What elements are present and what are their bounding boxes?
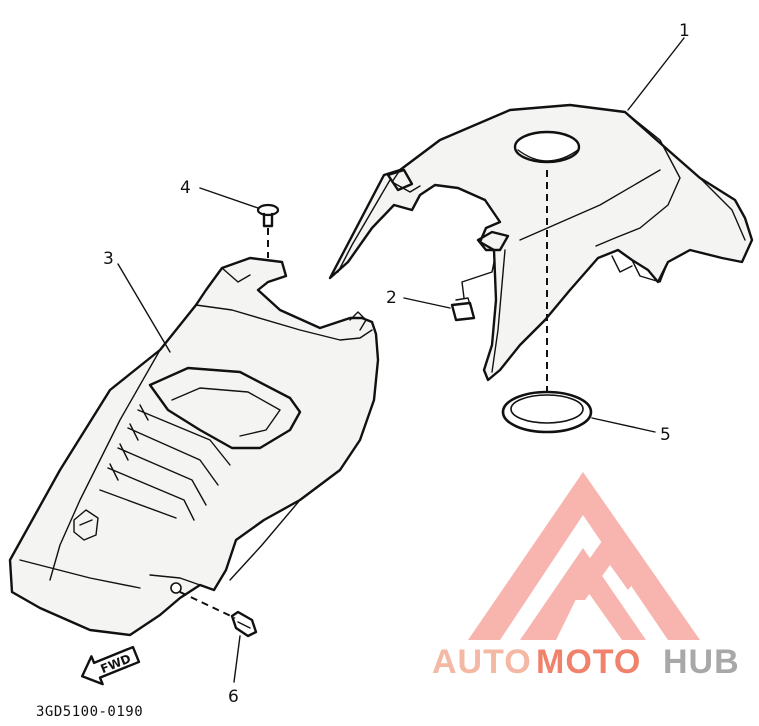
wordmark-auto: AUTO bbox=[432, 643, 532, 681]
wordmark-moto: MOTO bbox=[536, 643, 641, 681]
callout-1: 1 bbox=[679, 21, 690, 41]
callout-4-leader bbox=[199, 187, 259, 209]
callout-1-leader bbox=[627, 37, 685, 111]
part-3-rear-cowl bbox=[8, 256, 380, 637]
callout-5: 5 bbox=[660, 425, 671, 445]
part-4-screw bbox=[256, 203, 280, 258]
callout-3-leader bbox=[117, 263, 171, 353]
callout-2-leader bbox=[403, 297, 451, 309]
automotohub-logo-icon bbox=[468, 472, 700, 640]
fwd-arrow-icon: FWD bbox=[80, 645, 141, 686]
part-1-tank-cover bbox=[328, 103, 754, 382]
callout-2: 2 bbox=[386, 288, 397, 308]
callout-5-leader bbox=[591, 417, 656, 433]
callout-6-leader bbox=[233, 635, 241, 683]
callout-4: 4 bbox=[180, 178, 191, 198]
callout-6: 6 bbox=[228, 687, 239, 707]
automotohub-wordmark: AUTO MOTO HUB bbox=[432, 643, 740, 681]
wordmark-hub: HUB bbox=[663, 643, 740, 681]
drawing-code: 3GD5100-0190 bbox=[36, 704, 143, 720]
bolt-center-line bbox=[179, 591, 236, 619]
callout-3: 3 bbox=[103, 249, 114, 269]
part-5-ring-seal bbox=[501, 390, 593, 434]
part-6-bolt bbox=[230, 610, 258, 638]
part-2-grommet bbox=[450, 261, 495, 322]
